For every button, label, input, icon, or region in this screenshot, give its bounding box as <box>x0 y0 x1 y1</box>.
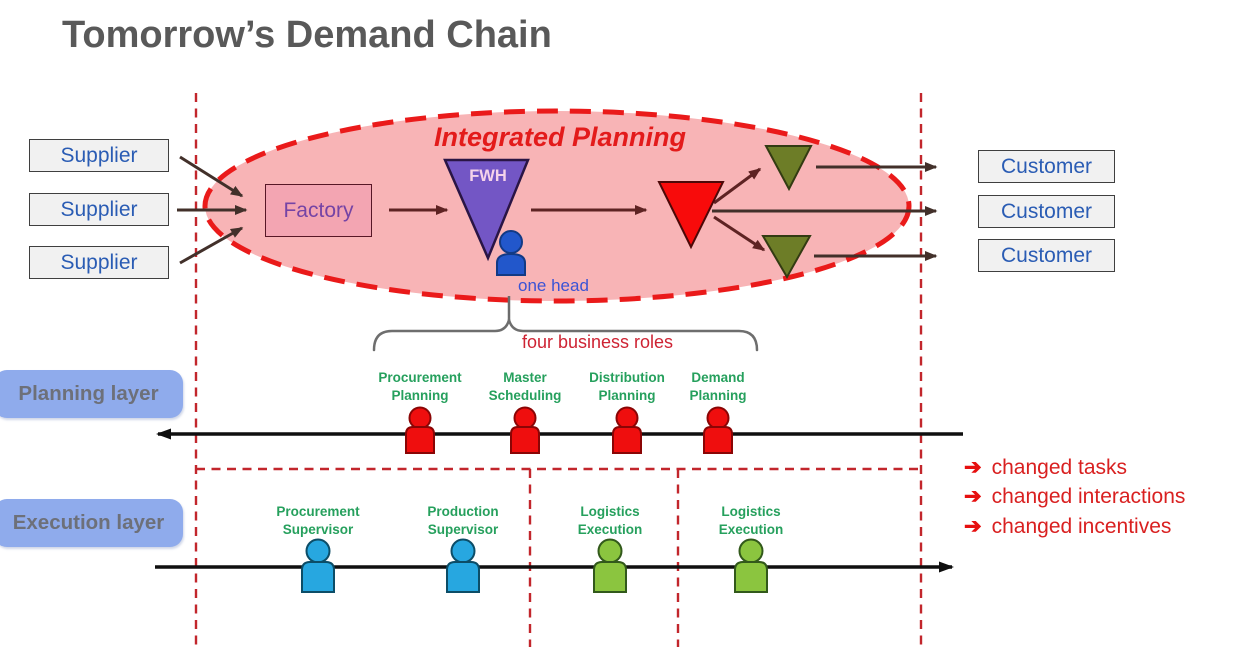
customer-box-1: Customer <box>978 150 1115 183</box>
change-text-incentives: changed incentives <box>991 514 1172 538</box>
supplier-box-3: Supplier <box>29 246 169 279</box>
customer-label-1: Customer <box>1000 154 1093 178</box>
supplier-label-1: Supplier <box>60 143 138 167</box>
four-roles-brace <box>372 315 759 352</box>
role-procurement-planning: Procurement Planning <box>378 370 462 403</box>
procurement-planning-person-icon <box>405 406 435 454</box>
dc-to-stock-top-arrow <box>713 167 762 205</box>
change-row-1: ➔ changed tasks <box>964 455 1127 480</box>
planning-layer-label: Planning layer <box>18 382 159 405</box>
role-master-scheduling: Master Scheduling <box>488 370 562 403</box>
planning-layer-pill: Planning layer <box>0 370 183 418</box>
execution-person-icons <box>301 538 768 593</box>
demand-planning-person-icon <box>703 406 733 454</box>
one-head-person-icon <box>496 230 526 276</box>
customer-box-3: Customer <box>978 239 1115 272</box>
change-row-3: ➔ changed incentives <box>964 514 1171 539</box>
logistics-execution-person-icon-1 <box>593 538 627 593</box>
integrated-planning-title: Integrated Planning <box>433 122 687 152</box>
supplier-arrows <box>177 155 248 265</box>
production-supervisor-person-icon <box>446 538 480 593</box>
distribution-center-triangle-icon <box>657 181 725 250</box>
stock-point-triangle-bottom-icon <box>761 235 812 280</box>
supplier-arrow-bottom <box>179 226 244 265</box>
factory-box: Factory <box>265 184 372 237</box>
change-row-2: ➔ changed interactions <box>964 484 1185 509</box>
supplier-arrow-top <box>179 155 244 198</box>
factory-label: Factory <box>283 198 354 222</box>
four-business-roles-label: four business roles <box>521 332 674 352</box>
stock-point-triangle-top-icon <box>764 145 813 192</box>
supplier-label-2: Supplier <box>60 197 138 221</box>
role-procurement-supervisor: Procurement Supervisor <box>276 504 360 537</box>
master-scheduling-person-icon <box>510 406 540 454</box>
page-title: Tomorrow’s Demand Chain <box>62 14 552 56</box>
supplier-box-2: Supplier <box>29 193 169 226</box>
role-production-supervisor: Production Supervisor <box>427 504 499 537</box>
red-arrow-bullet-icon-2: ➔ <box>964 485 982 508</box>
fwh-warehouse-triangle-icon <box>443 158 530 262</box>
role-distribution-planning: Distribution Planning <box>589 370 665 403</box>
dashed-boundary-lines <box>194 93 923 647</box>
red-arrow-bullet-icon-1: ➔ <box>964 456 982 479</box>
logistics-execution-person-icon-2 <box>734 538 768 593</box>
customer-arrows <box>712 162 938 261</box>
change-text-interactions: changed interactions <box>991 484 1186 508</box>
internal-flow-arrows <box>389 167 766 252</box>
procurement-supervisor-person-icon <box>301 538 335 593</box>
fwh-label: FWH <box>469 167 507 185</box>
distribution-planning-person-icon <box>612 406 642 454</box>
customer-label-2: Customer <box>1000 199 1093 223</box>
red-arrow-bullet-icon-3: ➔ <box>964 515 982 538</box>
supplier-label-3: Supplier <box>60 250 138 274</box>
change-text-tasks: changed tasks <box>991 455 1128 479</box>
execution-layer-label: Execution layer <box>12 511 165 534</box>
customer-box-2: Customer <box>978 195 1115 228</box>
dc-to-stock-bottom-arrow <box>713 215 766 252</box>
role-logistics-execution-1: Logistics Execution <box>577 504 643 537</box>
planning-person-icons <box>405 406 733 454</box>
role-logistics-execution-2: Logistics Execution <box>718 504 784 537</box>
customer-label-3: Customer <box>1000 243 1093 267</box>
one-head-label: one head <box>518 276 589 295</box>
integrated-planning-ellipse <box>202 108 912 304</box>
supplier-box-1: Supplier <box>29 139 169 172</box>
execution-layer-pill: Execution layer <box>0 499 183 547</box>
role-demand-planning: Demand Planning <box>689 370 747 403</box>
